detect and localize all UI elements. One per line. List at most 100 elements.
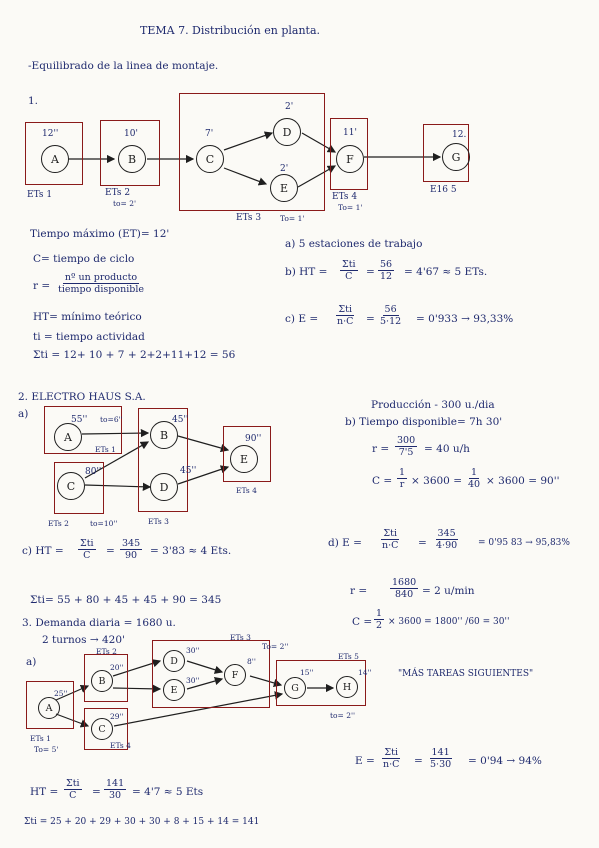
- ex1-station-3-box: [179, 93, 325, 211]
- ex2-r-label: r =: [372, 443, 390, 455]
- ex3-ht-eq: =: [92, 786, 101, 798]
- ex2-node-a: A: [54, 423, 82, 451]
- ex2-node-c: C: [57, 472, 85, 500]
- ex2-time-d: 45'': [180, 466, 197, 476]
- ex3-ht-result: = 4'7 ≈ 5 Ets: [132, 786, 204, 798]
- ex2-ht-n2: 345: [120, 538, 143, 550]
- ex3-e-d2: 5·30: [430, 759, 452, 770]
- ex3-title: 3. Demanda diaria = 1680 u.: [22, 617, 176, 629]
- ex1-b-frac2: 56 12: [378, 259, 395, 282]
- ex2-time-e: 90'': [245, 434, 262, 444]
- ex2-station-2-box: [54, 462, 104, 514]
- ex3-note: "MÁS TAREAS SIGUIENTES": [398, 669, 534, 679]
- ex2-c-d1: r: [399, 479, 405, 490]
- ex2-ht-d2: 90: [125, 550, 138, 561]
- ex1-c-frac1: Σti n·C: [335, 304, 355, 327]
- ex2-c-mid: × 3600 =: [411, 475, 462, 487]
- ex3-time-a: 25'': [54, 689, 68, 698]
- ex2-r-frac: 300 7'5: [395, 435, 418, 458]
- ex2-station-2-idle: to=10'': [90, 519, 118, 528]
- ex2-sum: Σti= 55 + 80 + 45 + 45 + 90 = 345: [30, 594, 222, 606]
- ex2-b-available-time: b) Tiempo disponible= 7h 30': [345, 416, 503, 428]
- ex1-note-cycle: C= tiempo de ciclo: [33, 253, 135, 265]
- ex2-station-4-box: [223, 426, 271, 482]
- ex1-r-fraction: nº un producto tiempo disponible: [56, 272, 146, 295]
- ex1-station-4-idle: To= 1': [338, 203, 363, 212]
- ex2-a-label: a): [18, 408, 29, 420]
- ex2-e-result: = 0'95 83 → 95,83%: [478, 538, 570, 548]
- ex1-time-g: 12.: [452, 130, 467, 140]
- ex3-station-4-label: ETs 4: [110, 741, 131, 750]
- ex2-node-d: D: [150, 473, 178, 501]
- ex3-station-4-box: [84, 708, 128, 750]
- ex1-c-n2: 56: [382, 304, 399, 316]
- ex3-time-c: 29'': [110, 712, 124, 721]
- ex1-answer-c-prefix: c) E =: [285, 313, 319, 325]
- ex3-ht-frac1: Σti C: [64, 778, 82, 801]
- page-subtitle: -Equilibrado de la linea de montaje.: [28, 60, 219, 72]
- page-title: TEMA 7. Distribución en planta.: [140, 24, 321, 37]
- ex1-time-b: 10': [124, 129, 138, 139]
- ex3-e-n1: Σti: [382, 747, 400, 759]
- ex1-b-d1: C: [345, 271, 353, 282]
- ex2-ht-frac1: Σti C: [78, 538, 96, 561]
- ex3-e-result: = 0'94 → 94%: [468, 755, 542, 767]
- ex1-note-ti: ti = tiempo actividad: [33, 331, 145, 343]
- ex2-c2-result: × 3600 = 1800'' /60 = 30'': [388, 617, 510, 627]
- ex2-time-b: 45'': [172, 415, 189, 425]
- ex3-ht-d1: C: [69, 790, 77, 801]
- ex3-station-3-label: ETs 3: [230, 633, 251, 642]
- ex2-time-a: 55'': [71, 415, 88, 425]
- ex1-b-n2: 56: [378, 259, 395, 271]
- ex2-c-frac1: 1 r: [397, 467, 408, 490]
- ex2-station-3-box: [138, 408, 188, 512]
- ex2-ht-result: = 3'83 ≈ 4 Ets.: [150, 545, 232, 557]
- ex2-r2-label: r =: [350, 585, 368, 597]
- ex1-note-max-time: Tiempo máximo (ET)= 12': [30, 228, 170, 240]
- ex1-c-result: = 0'933 → 93,33%: [416, 313, 514, 325]
- ex2-ht-frac2: 345 90: [120, 538, 143, 561]
- ex3-node-b: B: [91, 670, 113, 692]
- ex3-e-n2: 141: [429, 747, 452, 759]
- ex3-ht-frac2: 141 30: [104, 778, 127, 801]
- ex1-answer-b-prefix: b) HT =: [285, 266, 328, 278]
- ex2-station-3-label: ETs 3: [148, 517, 169, 526]
- ex2-e-n2: 345: [435, 528, 458, 540]
- ex1-station-1-box: [25, 122, 83, 185]
- ex1-b-result: = 4'67 ≈ 5 ETs.: [404, 266, 488, 278]
- ex1-time-f: 11': [343, 128, 357, 138]
- ex1-c-d2: 5·12: [380, 316, 402, 327]
- ex1-b-frac1: Σti C: [340, 259, 358, 282]
- ex1-time-a: 12'': [42, 129, 59, 139]
- ex1-r-numerator: nº un producto: [62, 272, 140, 284]
- ex3-e-frac1: Σti n·C: [381, 747, 401, 770]
- ex1-note-r: r =: [33, 280, 51, 292]
- ex3-ht-d2: 30: [109, 790, 122, 801]
- ex1-c-eq: =: [366, 313, 375, 325]
- ex1-note-ht: HT= mínimo teórico: [33, 311, 142, 323]
- ex1-station-3-idle: To= 1': [280, 214, 305, 223]
- ex3-node-a: A: [38, 697, 60, 719]
- ex1-c-d1: n·C: [337, 316, 354, 327]
- ex3-e-eq: =: [414, 755, 423, 767]
- ex2-r-result: = 40 u/h: [424, 443, 470, 455]
- ex2-e-d2: 4·90: [436, 540, 458, 551]
- ex1-station-1-label: ETs 1: [27, 190, 53, 200]
- ex3-e-d1: n·C: [383, 759, 400, 770]
- ex2-c-label: C =: [372, 475, 393, 487]
- ex2-node-b: B: [150, 421, 178, 449]
- ex3-station-1-box: [26, 681, 74, 729]
- ex2-r2-result: = 2 u/min: [422, 585, 475, 597]
- ex1-node-e: E: [270, 174, 298, 202]
- ex3-station-5-box: [276, 660, 366, 706]
- ex3-node-c: C: [91, 718, 113, 740]
- ex3-node-g: G: [284, 677, 306, 699]
- ex2-node-e: E: [230, 445, 258, 473]
- ex2-c2-n: 1: [374, 608, 385, 620]
- ex3-node-f: F: [224, 664, 246, 686]
- ex1-station-4-label: ETs 4: [332, 192, 358, 202]
- ex3-time-b: 20'': [110, 663, 124, 672]
- ex1-station-5-label: E16 5: [430, 185, 457, 195]
- ex2-r2-frac: 1680 840: [390, 577, 419, 600]
- ex2-r-d: 7'5: [398, 447, 414, 458]
